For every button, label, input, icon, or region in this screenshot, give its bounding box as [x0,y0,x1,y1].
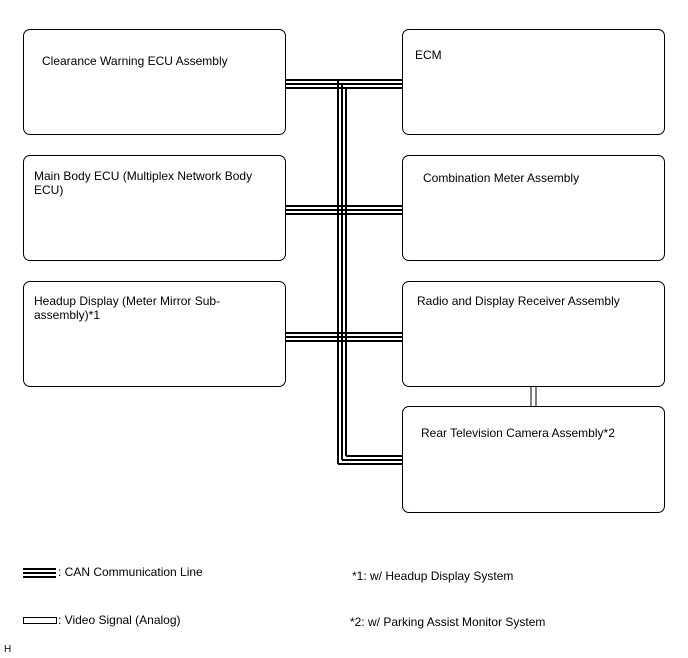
headup-display-label: Headup Display (Meter Mirror Sub-assembl… [34,294,221,322]
footnote-2: *2: w/ Parking Assist Monitor System [350,615,546,629]
ecm-box: ECM [402,29,665,135]
can-branch-row3 [286,332,403,342]
video-signal-line [530,386,537,406]
legend-video-symbol [23,617,57,624]
can-branch-row1 [286,79,403,89]
legend-video-label: : Video Signal (Analog) [58,613,181,627]
clearance-warning-ecu-box: Clearance Warning ECU Assembly [23,29,286,135]
can-branch-row2 [286,205,403,215]
rear-camera-box: Rear Television Camera Assembly*2 [402,406,665,513]
ecm-label: ECM [415,48,442,62]
can-bus [286,79,403,465]
legend-can-symbol [23,568,56,578]
main-body-ecu-box: Main Body ECU (Multiplex Network Body EC… [23,155,286,261]
rear-camera-label: Rear Television Camera Assembly*2 [421,426,615,440]
combination-meter-box: Combination Meter Assembly [402,155,665,261]
can-trunk [337,80,347,464]
clearance-warning-ecu-label: Clearance Warning ECU Assembly [42,54,228,68]
main-body-ecu-label: Main Body ECU (Multiplex Network Body EC… [34,169,253,197]
footnote-1: *1: w/ Headup Display System [352,569,514,583]
legend-can-label: : CAN Communication Line [58,565,203,579]
combination-meter-label: Combination Meter Assembly [423,171,580,185]
corner-label: H [4,644,12,655]
radio-receiver-label: Radio and Display Receiver Assembly [417,294,620,308]
headup-display-box: Headup Display (Meter Mirror Sub-assembl… [23,281,286,387]
radio-receiver-box: Radio and Display Receiver Assembly [402,281,665,387]
can-branch-row4 [338,455,403,465]
